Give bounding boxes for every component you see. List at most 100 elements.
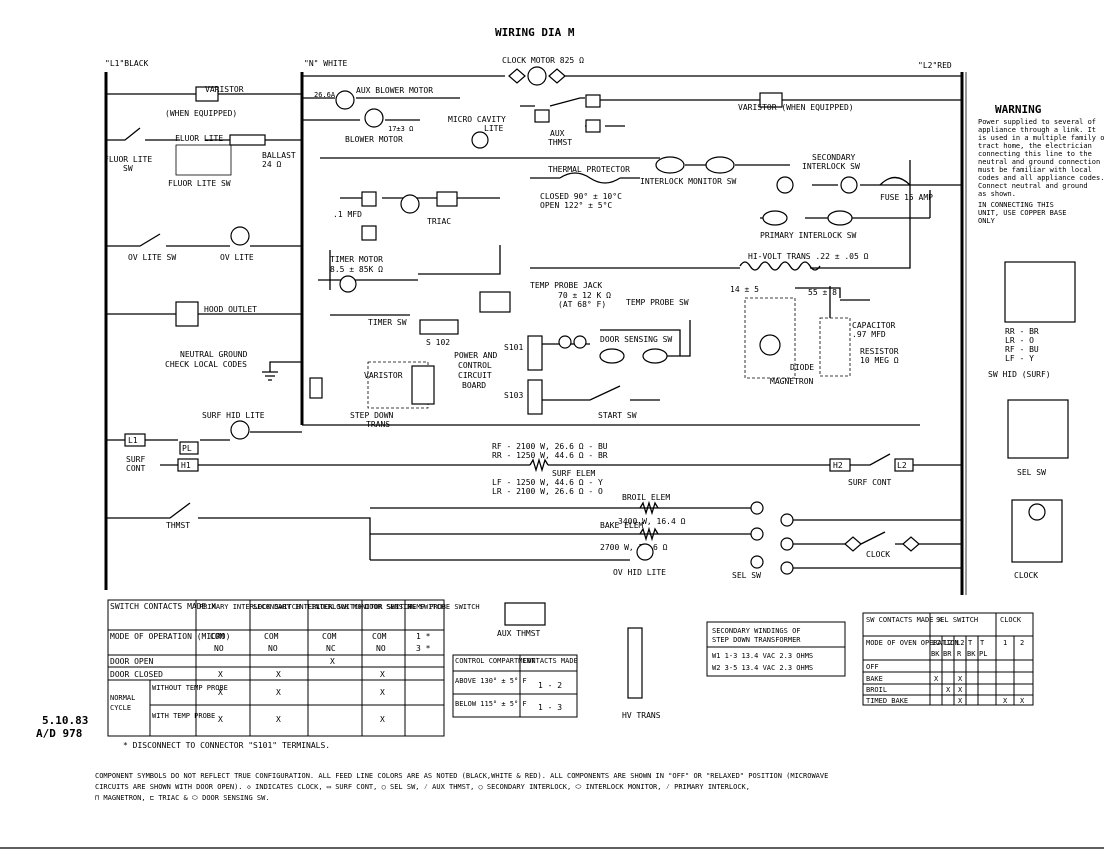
- aux-blower-icon: [335, 90, 355, 110]
- svg-text:(AT 68° F): (AT 68° F): [558, 300, 606, 309]
- blower-motor-icon: [364, 108, 384, 128]
- svg-text:1: 1: [1003, 639, 1007, 647]
- svg-text:appliance through a link. It: appliance through a link. It: [978, 126, 1096, 134]
- hv-trans-primary-icon: [530, 160, 911, 271]
- varistor-mid-label: VARISTOR: [364, 371, 403, 380]
- svg-text:SEL SWITCH: SEL SWITCH: [936, 616, 978, 624]
- timer-motor-label: TIMER MOTOR: [330, 255, 383, 264]
- neutral-ground-label: NEUTRAL GROUND: [180, 350, 248, 359]
- svg-text:X: X: [934, 675, 939, 683]
- svg-text:A/D 978: A/D 978: [36, 727, 82, 740]
- clock-motor-label: CLOCK MOTOR 825 Ω: [502, 56, 584, 65]
- sw-hid-label: SW HID (SURF): [988, 370, 1051, 379]
- svg-text:X: X: [946, 686, 951, 694]
- svg-text:DOOR OPEN: DOOR OPEN: [110, 657, 154, 666]
- door-sensing-icon: [599, 348, 625, 364]
- svg-text:BK: BK: [931, 650, 940, 658]
- svg-text:INTERLOCK MONITOR SWITCH: INTERLOCK MONITOR SWITCH: [311, 603, 412, 611]
- varistor-left-label: VARISTOR: [205, 85, 244, 94]
- svg-text:L2: L2: [897, 461, 907, 470]
- svg-text:MODE OF OPERATION (MICRO): MODE OF OPERATION (MICRO): [110, 632, 230, 641]
- svg-text:NORMAL: NORMAL: [110, 694, 135, 702]
- svg-text:tract home, the electrician: tract home, the electrician: [978, 142, 1092, 150]
- varistor-icon: [195, 86, 219, 102]
- clock-diamond-icon: [844, 536, 862, 552]
- aux-blower-label: AUX BLOWER MOTOR: [356, 86, 433, 95]
- svg-text:COM: COM: [210, 632, 225, 641]
- svg-text:WITHOUT TEMP PROBE: WITHOUT TEMP PROBE: [152, 684, 228, 692]
- svg-text:LF - 1250 W, 44.6 Ω - Y: LF - 1250 W, 44.6 Ω - Y: [492, 478, 603, 487]
- svg-text:WITH TEMP PROBE: WITH TEMP PROBE: [152, 712, 215, 720]
- surf-cont-box-icon: [124, 433, 146, 447]
- svg-text:T: T: [968, 639, 973, 647]
- magnetron-label: MAGNETRON: [770, 377, 814, 386]
- svg-text:H1: H1: [181, 461, 191, 470]
- svg-text:X: X: [276, 688, 281, 697]
- svg-text:(WHEN EQUIPPED): (WHEN EQUIPPED): [165, 109, 237, 118]
- temp-probe-sw-label: TEMP PROBE SW: [626, 298, 689, 307]
- svg-text:INTERLOCK SW: INTERLOCK SW: [802, 162, 860, 171]
- svg-text:CONTROL: CONTROL: [458, 361, 492, 370]
- primary-interlock-label: PRIMARY INTERLOCK SW: [760, 231, 857, 240]
- secondary-interlock-label: SECONDARY: [812, 153, 856, 162]
- svg-text:ONLY: ONLY: [978, 217, 996, 225]
- secondary-interlock-icon: [776, 176, 794, 194]
- svg-text:CYCLE: CYCLE: [110, 704, 131, 712]
- oven-mode-table: SW CONTACTS MADE X SEL SWITCH CLOCK MODE…: [862, 612, 1034, 706]
- cavity-lite-icon: [471, 131, 489, 149]
- svg-text:CONT: CONT: [126, 464, 145, 473]
- svg-text:L2: L2: [944, 639, 952, 647]
- clock-diagram: [1011, 499, 1063, 563]
- svg-text:X: X: [1020, 697, 1025, 705]
- svg-text:SW CONTACTS MADE X: SW CONTACTS MADE X: [866, 616, 943, 624]
- svg-text:3400 W, 16.4 Ω: 3400 W, 16.4 Ω: [618, 517, 686, 526]
- warning-title: WARNING: [995, 103, 1042, 116]
- svg-text:is used in a multiple family o: is used in a multiple family or: [978, 134, 1104, 142]
- svg-text:70 ± 12 K Ω: 70 ± 12 K Ω: [558, 291, 611, 300]
- diagram-title: WIRING DIA M: [495, 26, 575, 39]
- surf-cont-right-label: SURF CONT: [848, 478, 892, 487]
- primary-interlock-icon: [762, 210, 788, 226]
- hv-trans-icon: [627, 627, 643, 699]
- sel-sw-side-label: SEL SW: [1017, 468, 1046, 477]
- svg-text:24 Ω: 24 Ω: [262, 160, 281, 169]
- svg-text:IN CONNECTING THIS: IN CONNECTING THIS: [978, 201, 1054, 209]
- svg-text:connecting this line to the: connecting this line to the: [978, 150, 1092, 158]
- svg-text:LR - 2100 W, 26.6 Ω - O: LR - 2100 W, 26.6 Ω - O: [492, 487, 603, 496]
- surf-elem-label: SURF ELEM: [552, 469, 596, 478]
- date-code: 5.10.83: [42, 714, 88, 727]
- l1-label: "L1"BLACK: [105, 59, 149, 68]
- svg-text:H2: H2: [833, 461, 843, 470]
- micro-cavity-lite-label: MICRO CAVITY: [448, 115, 506, 124]
- clock-terminal-icon: [508, 68, 526, 84]
- svg-text:NO: NO: [214, 644, 224, 653]
- warning-body: Power supplied to several of appliance t…: [978, 118, 1104, 198]
- l2-label: "L2"RED: [918, 61, 952, 70]
- capacitor-label: CAPACITOR: [852, 321, 896, 330]
- surf-hid-lite-icon: [230, 420, 250, 440]
- resistor-label: RESISTOR: [860, 347, 899, 356]
- svg-text:STEP DOWN TRANSFORMER: STEP DOWN TRANSFORMER: [712, 636, 801, 644]
- svg-text:55 ± 8: 55 ± 8: [808, 288, 837, 297]
- svg-text:neutral and ground connection: neutral and ground connection: [978, 158, 1100, 166]
- hood-outlet-label: HOOD OUTLET: [204, 305, 257, 314]
- step-down-label: STEP DOWN: [350, 411, 394, 420]
- thermal-protector-label: THERMAL PROTECTOR: [548, 165, 630, 174]
- svg-text:OFF: OFF: [866, 663, 879, 671]
- svg-text:COM: COM: [264, 632, 279, 641]
- s103-label: S103: [504, 391, 523, 400]
- ov-lite-icon: [230, 226, 250, 246]
- footer-line-2: CIRCUITS ARE SHOWN WITH DOOR OPEN). ◇ IN…: [95, 783, 750, 791]
- svg-text:NC: NC: [326, 644, 336, 653]
- svg-text:2: 2: [1020, 639, 1024, 647]
- clock-label: CLOCK: [866, 550, 890, 559]
- svg-text:X: X: [958, 675, 963, 683]
- clock-motor-icon: [527, 66, 547, 86]
- aux-thmst-table: AUX THMST CONTROL COMPARTMENT CONTACTS M…: [452, 602, 578, 718]
- svg-text:X: X: [380, 670, 385, 679]
- svg-text:NO: NO: [376, 644, 386, 653]
- sel-sw-diagram: [1007, 399, 1069, 459]
- surf-elem-icon: [529, 457, 549, 473]
- s101-label: S101: [504, 343, 523, 352]
